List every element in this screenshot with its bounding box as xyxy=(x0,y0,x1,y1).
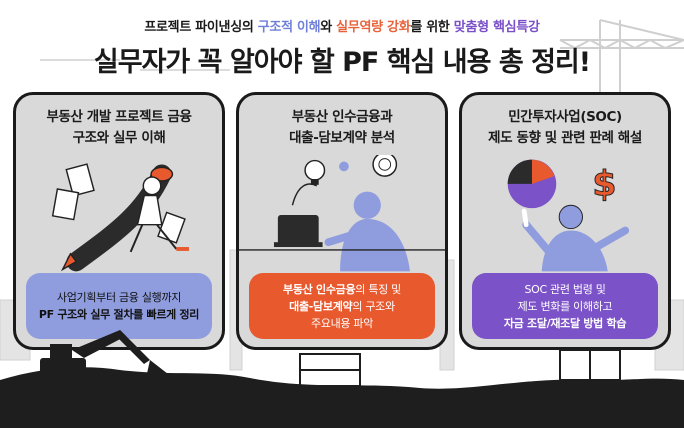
feature-card-acquisition-finance: 부동산 인수금융과 대출-담보계약 분석 부동산 인수금융의 특징 및 대출-담… xyxy=(236,92,448,350)
desc-segment: SOC 관련 법령 및 xyxy=(524,282,606,296)
svg-text:$: $ xyxy=(592,165,616,205)
desc-segment: 의 구조와 xyxy=(352,299,395,313)
card-title-line: 제도 동향 및 관련 판례 해설 xyxy=(488,130,642,146)
desc-segment: 자금 조달/재조달 방법 학습 xyxy=(503,316,627,330)
card-description: 사업기획부터 금융 실행까지 PF 구조와 실무 절차를 빠르게 정리 xyxy=(26,273,212,339)
desc-line: 제도 변화를 이해하고 xyxy=(472,298,658,315)
subtitle-part: 구조적 이해 xyxy=(257,20,321,35)
desc-line: 부동산 인수금융의 특징 및 xyxy=(249,281,435,298)
desc-segment: 주요내용 파악 xyxy=(310,316,374,330)
card-title: 부동산 인수금융과 대출-담보계약 분석 xyxy=(239,107,445,149)
card-description: 부동산 인수금융의 특징 및 대출-담보계약의 구조와 주요내용 파악 xyxy=(249,273,435,339)
subtitle-part: 를 위한 xyxy=(410,20,454,35)
card-title-line: 민간투자사업(SOC) xyxy=(508,109,622,125)
desc-segment: 부동산 인수금융 xyxy=(283,282,356,296)
crane-icon xyxy=(559,19,684,92)
person-with-giant-pen-icon xyxy=(51,163,189,272)
feature-card-pf-structure: 부동산 개발 프로젝트 금융 구조와 실무 이해 사업기획부터 금융 실행까지 … xyxy=(13,92,225,350)
desc-segment: 사업기획부터 금융 실행까지 xyxy=(56,291,182,304)
person-with-laptop-lightbulb-icon xyxy=(239,155,445,272)
subtitle-part: 실무역량 강화 xyxy=(336,20,411,35)
desc-line: 사업기획부터 금융 실행까지 xyxy=(26,289,212,306)
desc-line: 대출-담보계약의 구조와 xyxy=(249,298,435,315)
card-title-line: 부동산 개발 프로젝트 금융 xyxy=(46,109,192,125)
desc-segment: 제도 변화를 이해하고 xyxy=(517,299,613,313)
subtitle-part: 와 xyxy=(320,20,337,35)
feature-card-soc-investment: 민간투자사업(SOC) 제도 동향 및 관련 판례 해설 $ SOC 관련 법령… xyxy=(459,92,671,350)
desc-segment: 대출-담보계약 xyxy=(289,299,353,313)
desc-segment: PF 구조와 실무 절차를 빠르게 정리 xyxy=(38,308,200,321)
card-description: SOC 관련 법령 및 제도 변화를 이해하고 자금 조달/재조달 방법 학습 xyxy=(472,273,658,339)
card-title-line: 대출-담보계약 분석 xyxy=(289,130,395,146)
card-title-line: 부동산 인수금융과 xyxy=(291,109,393,125)
person-with-pie-chart-dollar-icon: $ xyxy=(507,159,630,272)
card-title: 부동산 개발 프로젝트 금융 구조와 실무 이해 xyxy=(16,107,222,149)
desc-line: 자금 조달/재조달 방법 학습 xyxy=(472,315,658,332)
header-subtitle: 프로젝트 파이낸싱의 구조적 이해와 실무역량 강화를 위한 맞춤형 핵심특강 xyxy=(0,16,684,35)
desc-line: 주요내용 파악 xyxy=(249,315,435,332)
excavator-icon xyxy=(0,330,684,428)
card-title-line: 구조와 실무 이해 xyxy=(72,130,166,146)
desc-line: PF 구조와 실무 절차를 빠르게 정리 xyxy=(26,306,212,323)
page-title: 실무자가 꼭 알아야 할 PF 핵심 내용 총 정리! xyxy=(93,47,591,78)
desc-segment: 의 특징 및 xyxy=(355,282,401,296)
subtitle-part: 맞춤형 핵심특강 xyxy=(453,20,540,35)
subtitle-part: 프로젝트 파이낸싱의 xyxy=(144,20,258,35)
desc-line: SOC 관련 법령 및 xyxy=(472,281,658,298)
card-title: 민간투자사업(SOC) 제도 동향 및 관련 판례 해설 xyxy=(462,107,668,149)
